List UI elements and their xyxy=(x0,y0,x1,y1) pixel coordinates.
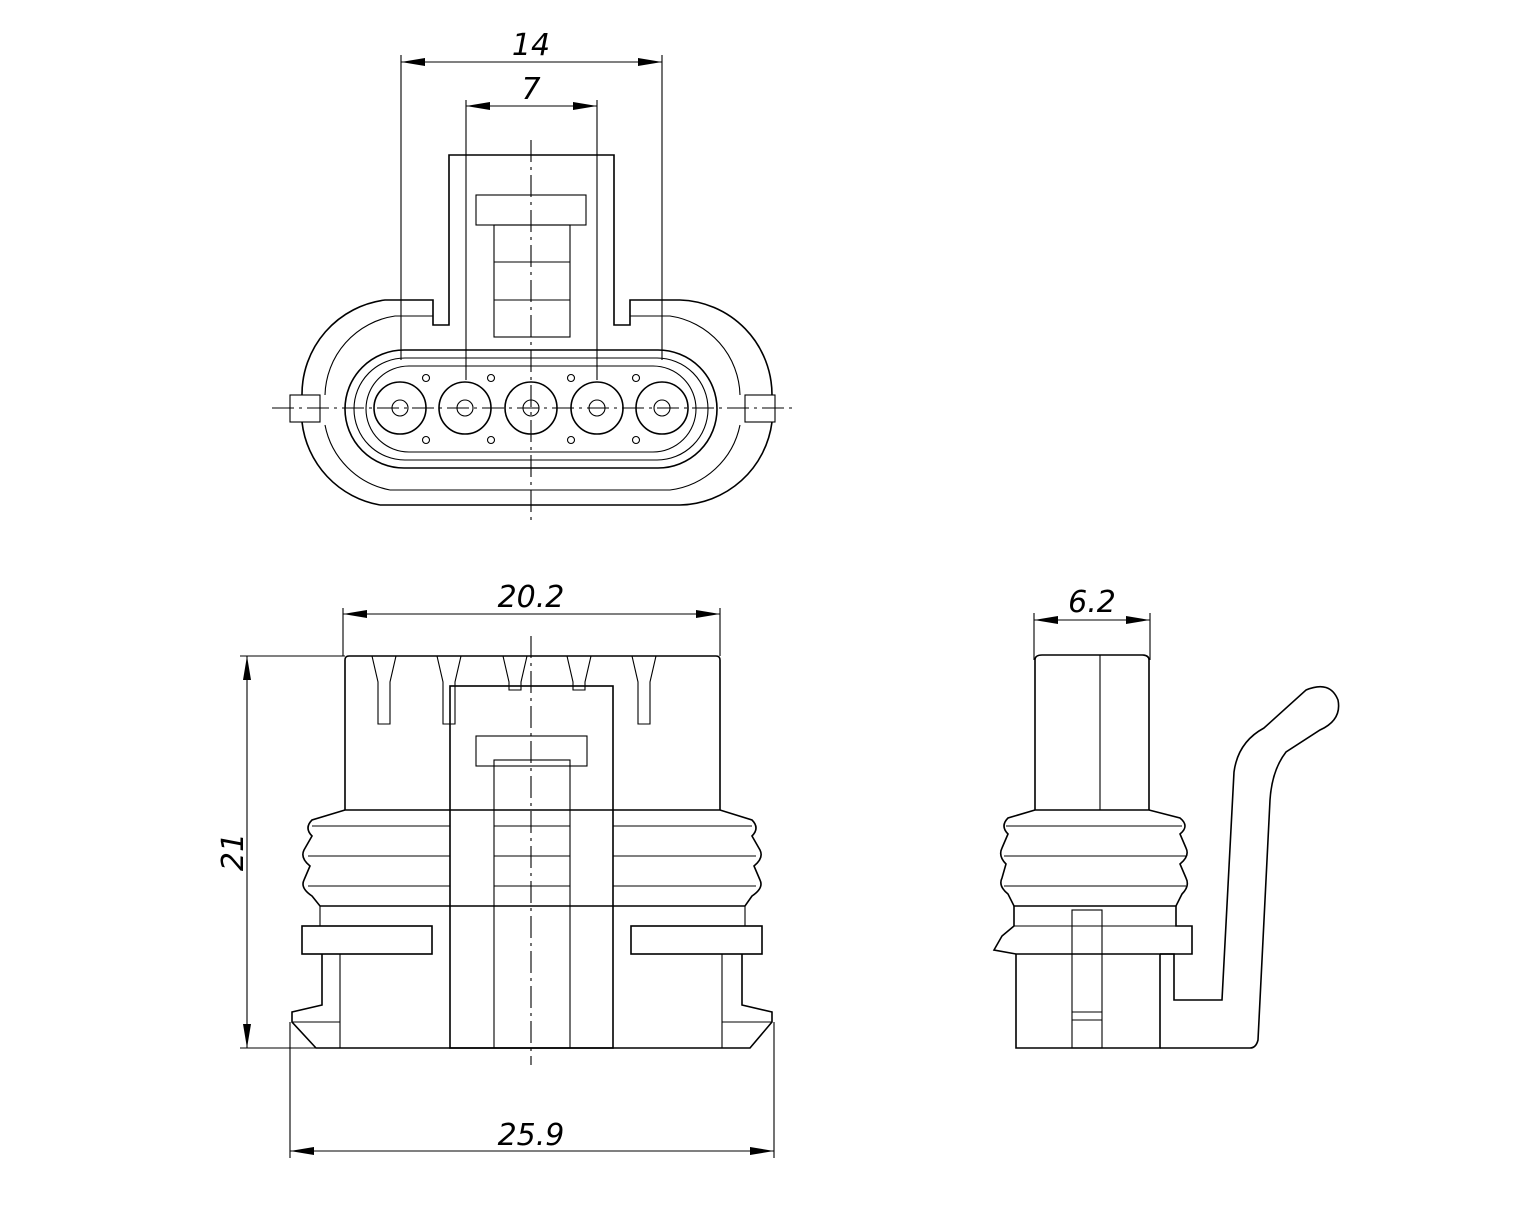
side-base xyxy=(1015,954,1161,1049)
dim-7: 7 xyxy=(465,72,598,380)
side-lever xyxy=(1160,685,1340,1049)
front-base xyxy=(291,954,773,1049)
front-left-flange xyxy=(301,925,433,955)
side-seal-ribs xyxy=(999,809,1189,907)
dim-21-label: 21 xyxy=(216,833,251,871)
front-seal-ribs xyxy=(302,809,762,907)
front-pin-windows xyxy=(371,655,657,725)
dim-14: 14 xyxy=(400,28,663,360)
dim-21: 21 xyxy=(216,655,345,1049)
dim-14-label: 14 xyxy=(512,28,550,63)
latch-body xyxy=(493,224,571,338)
dim-6-2: 6.2 xyxy=(1033,585,1151,660)
side-flange xyxy=(992,906,1193,955)
front-right-flange xyxy=(630,925,763,955)
front-view: 20.2 21 25.9 xyxy=(216,580,775,1158)
dim-20-2: 20.2 xyxy=(342,580,721,656)
top-view: 14 7 xyxy=(272,28,795,520)
top-inner-outline xyxy=(324,315,741,491)
dim-25-9-label: 25.9 xyxy=(498,1118,565,1153)
front-upper-body xyxy=(344,655,721,810)
side-center-post xyxy=(1071,909,1103,1049)
top-housing-outline xyxy=(301,154,773,506)
dim-6-2-label: 6.2 xyxy=(1068,585,1116,620)
front-latch-arm xyxy=(493,759,571,1049)
pin-face-inner xyxy=(353,357,709,461)
dim-7-label: 7 xyxy=(521,72,540,107)
side-upper-body xyxy=(1034,654,1150,810)
dim-20-2-label: 20.2 xyxy=(498,580,565,615)
dim-25-9: 25.9 xyxy=(289,1022,775,1158)
side-view: 6.2 xyxy=(992,585,1340,1049)
